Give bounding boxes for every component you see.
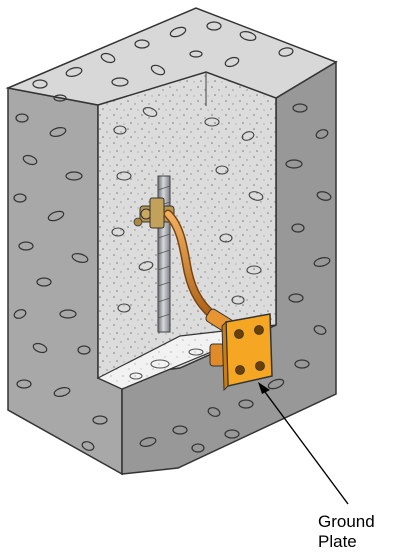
label-line-2: Plate [318, 532, 398, 552]
label-line-1: Ground [318, 512, 398, 532]
ground-plate-icon [226, 314, 272, 386]
ground-plate-label: Ground Plate [318, 512, 398, 552]
